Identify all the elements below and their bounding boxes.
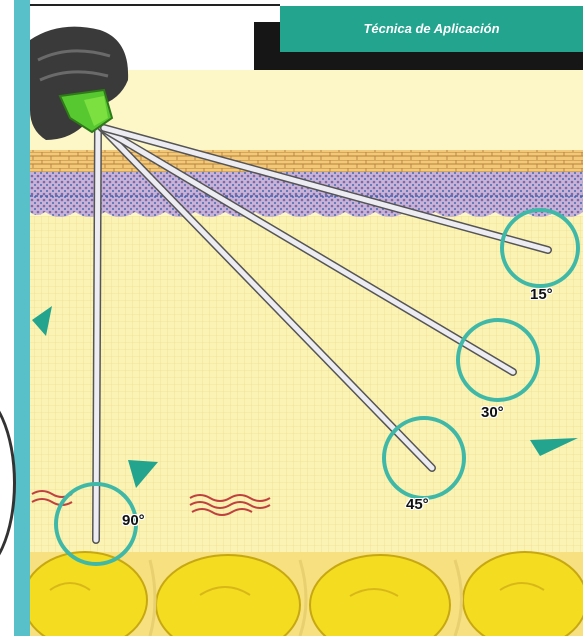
header-title: Técnica de Aplicación <box>280 6 583 52</box>
angle-label-15: 15° <box>530 286 553 303</box>
stratum-corneum-layer <box>30 150 583 172</box>
angle-label-45: 45° <box>406 496 429 513</box>
epidermis-layer <box>30 172 583 217</box>
angle-label-30: 30° <box>481 404 504 421</box>
top-rule <box>30 4 280 6</box>
left-teal-strip <box>14 0 30 636</box>
angle-label-90: 90° <box>122 512 145 529</box>
dermis-layer <box>30 216 583 556</box>
